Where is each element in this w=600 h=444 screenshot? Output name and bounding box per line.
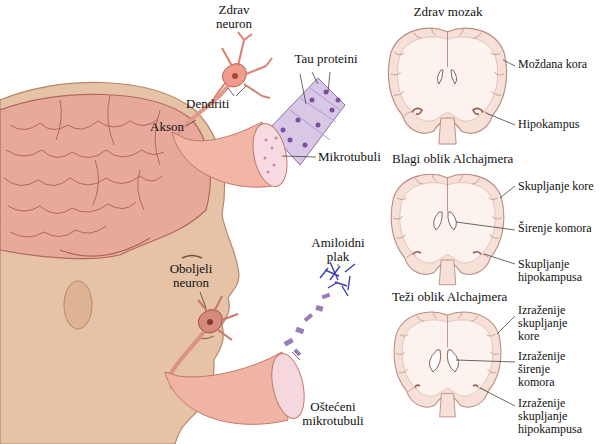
part-label: Amiloidni plak xyxy=(303,236,373,264)
part-label: Mikrotubuli xyxy=(318,150,381,164)
part-label: Dendriti xyxy=(186,97,229,111)
part-label: Skupljanje kore xyxy=(518,180,596,193)
part-label: Oštećeni mikrotubuli xyxy=(294,400,372,428)
part-label: Izraženije skupljanje hipokampusa xyxy=(518,397,584,436)
part-label: Izraženije skupljanje kore xyxy=(518,304,584,343)
part-label: Akson xyxy=(150,120,184,134)
part-label: Zdrav mozak xyxy=(392,5,504,19)
part-label: Tau proteini xyxy=(284,52,368,66)
part-label: Širenje komora xyxy=(518,222,596,235)
part-label: Moždana kora xyxy=(518,58,596,71)
part-label: Skupljanje hipokampusa xyxy=(518,258,596,284)
part-label: Blagi oblik Alchajmera xyxy=(392,152,513,166)
part-label: Izraženije širenje komora xyxy=(518,350,584,389)
part-label: Oboljeli neuron xyxy=(160,262,222,290)
part-label: Zdrav neuron xyxy=(206,3,262,31)
part-label: Teži oblik Alchajmera xyxy=(392,290,507,304)
part-label: Hipokampus xyxy=(518,118,579,131)
